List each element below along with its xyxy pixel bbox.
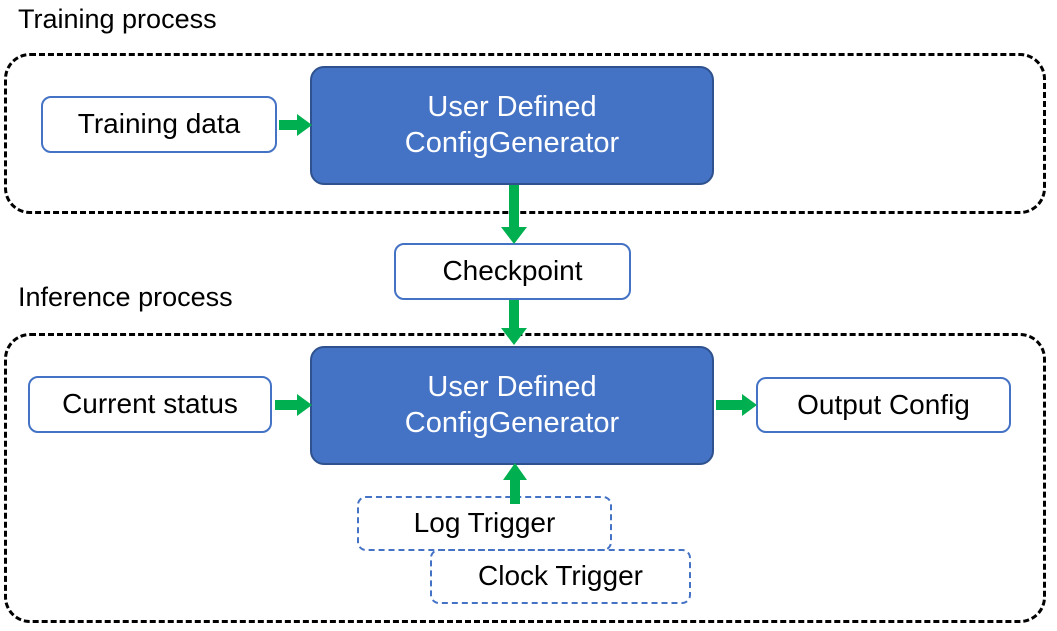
node-checkpoint[interactable]: Checkpoint — [394, 243, 631, 300]
training-process-container — [4, 53, 1046, 214]
node-inference-config-generator-line2: ConfigGenerator — [404, 406, 620, 439]
node-training-config-generator-line1: User Defined — [427, 91, 597, 124]
arrow-checkpoint-to-inference-generator — [500, 300, 528, 346]
node-log-trigger-label: Log Trigger — [413, 507, 556, 539]
node-training-data[interactable]: Training data — [41, 96, 277, 153]
node-output-config[interactable]: Output Config — [756, 377, 1011, 433]
arrow-triggers-to-inference-generator — [502, 463, 528, 505]
node-inference-config-generator[interactable]: User Defined ConfigGenerator — [310, 346, 714, 465]
inference-process-container — [4, 333, 1046, 623]
node-output-config-label: Output Config — [797, 388, 970, 420]
inference-process-label: Inference process — [18, 282, 233, 312]
node-inference-config-generator-line1: User Defined — [427, 371, 597, 404]
node-training-data-label: Training data — [77, 108, 241, 140]
arrow-current-status-to-inference-generator — [275, 392, 313, 418]
node-current-status-label: Current status — [62, 388, 238, 420]
training-process-label: Training process — [18, 4, 217, 34]
arrow-training-generator-to-checkpoint — [500, 185, 528, 245]
node-training-config-generator[interactable]: User Defined ConfigGenerator — [310, 66, 714, 185]
arrow-inference-generator-to-output-config — [716, 392, 758, 418]
node-clock-trigger-label: Clock Trigger — [478, 560, 643, 592]
node-checkpoint-label: Checkpoint — [442, 255, 583, 287]
node-current-status[interactable]: Current status — [28, 376, 272, 433]
node-clock-trigger[interactable]: Clock Trigger — [430, 549, 691, 604]
node-training-config-generator-line2: ConfigGenerator — [404, 126, 620, 159]
arrow-training-data-to-generator — [279, 112, 313, 138]
node-log-trigger[interactable]: Log Trigger — [357, 496, 612, 551]
